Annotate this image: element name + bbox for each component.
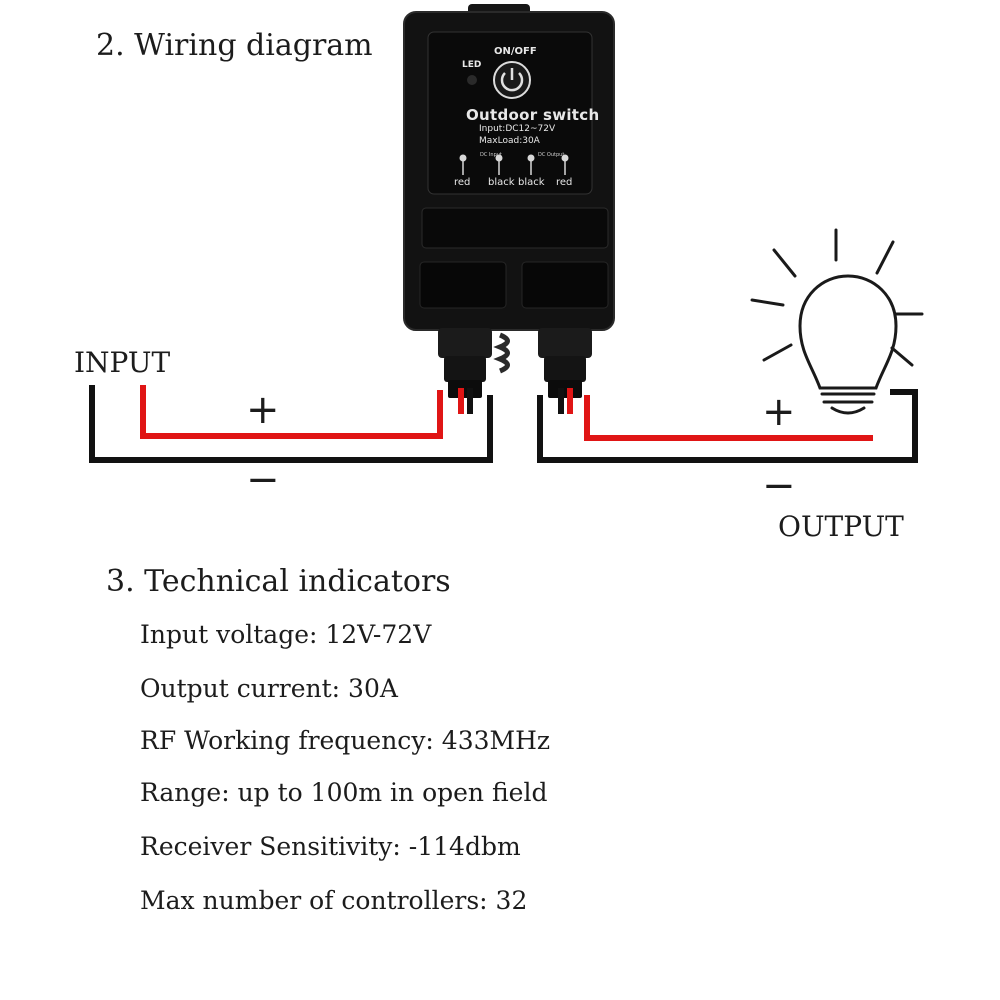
terminal-label-red-output: red — [556, 177, 573, 188]
terminal-markers — [459, 154, 569, 175]
output-minus-sign: − — [762, 463, 796, 509]
led-indicator — [467, 75, 477, 85]
spec-item-rf-frequency: RF Working frequency: 433MHz — [140, 726, 551, 755]
output-negative-wire — [537, 389, 918, 463]
device-right-cavity — [521, 261, 609, 309]
output-positive-wire — [584, 395, 873, 441]
device-slot — [421, 207, 609, 249]
device-left-cavity — [419, 261, 507, 309]
spec-item-input-voltage: Input voltage: 12V-72V — [140, 620, 432, 649]
terminal-label-black-output: black — [518, 177, 545, 188]
spec-item-receiver-sensitivity: Receiver Sensitivity: -114dbm — [140, 832, 521, 861]
onoff-label: ON/OFF — [494, 46, 537, 57]
technical-indicators-title: 3. Technical indicators — [106, 564, 451, 599]
input-minus-sign: − — [246, 457, 280, 503]
power-button-icon — [493, 61, 531, 99]
output-cable-gland — [538, 328, 592, 414]
input-plus-sign: + — [246, 387, 280, 433]
input-negative-wire — [89, 385, 493, 463]
spec-item-max-controllers: Max number of controllers: 32 — [140, 886, 528, 915]
led-label: LED — [462, 60, 482, 70]
input-cable-gland — [438, 328, 492, 414]
device-input-spec: Input:DC12~72V — [479, 124, 556, 134]
dc-input-label: DC Input — [480, 152, 502, 158]
terminal-label-black-input: black — [488, 177, 515, 188]
device-max-load: MaxLoad:30A — [479, 136, 540, 146]
device-title: Outdoor switch — [466, 106, 600, 124]
outdoor-switch-device — [403, 4, 615, 414]
input-label: INPUT — [74, 346, 171, 379]
output-plus-sign: + — [762, 389, 796, 435]
spec-item-range: Range: up to 100m in open field — [140, 778, 548, 807]
spec-item-output-current: Output current: 30A — [140, 674, 398, 703]
dc-output-label: DC Output — [538, 152, 565, 158]
wiring-diagram-title: 2. Wiring diagram — [96, 28, 373, 63]
coiled-spring — [493, 332, 510, 374]
light-bulb-icon — [750, 228, 924, 415]
input-positive-wire — [140, 385, 443, 439]
wiring-diagram — [89, 4, 924, 463]
terminal-label-red-input: red — [454, 177, 471, 188]
output-label: OUTPUT — [778, 510, 904, 543]
